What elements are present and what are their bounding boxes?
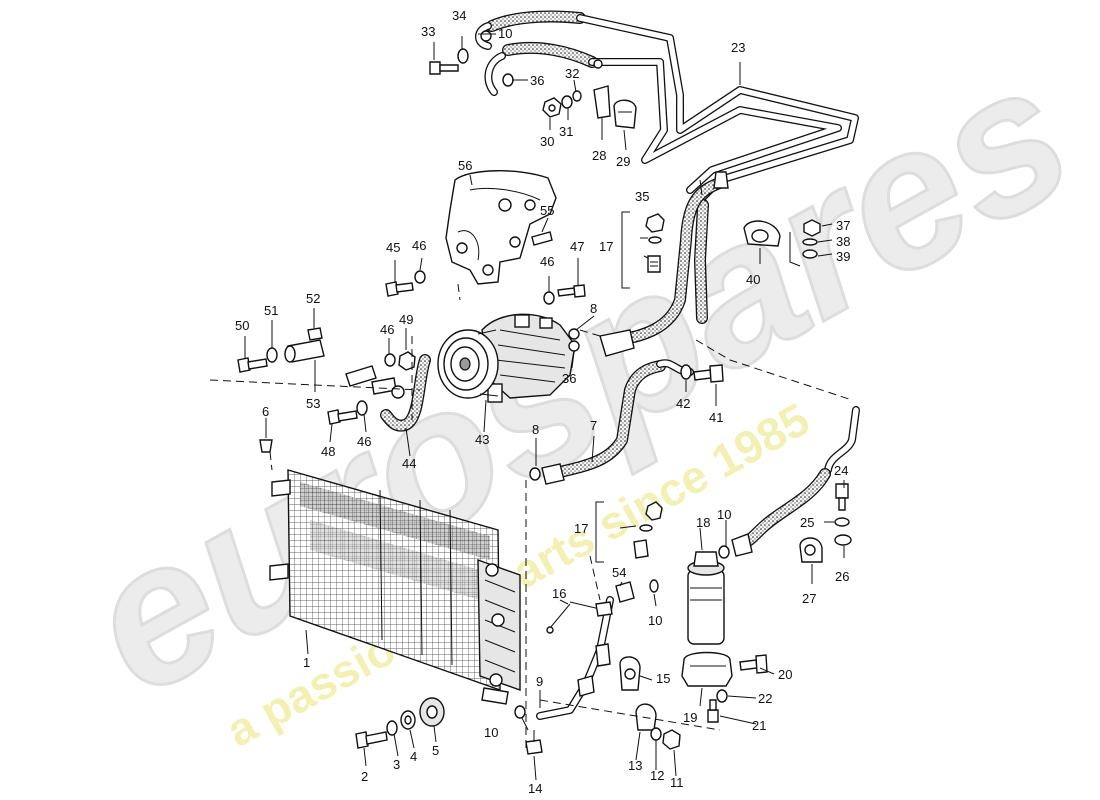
callout-23: 23 [731,40,745,55]
callout-41: 41 [709,410,723,425]
callout-49: 49 [399,312,413,327]
callout-37: 37 [836,218,850,233]
callout-28: 28 [592,148,606,163]
callout-2: 2 [361,769,368,784]
callout-20: 20 [778,667,792,682]
callout-44: 44 [402,456,416,471]
callout-7: 7 [590,418,597,433]
callout-10-lower: 10 [484,725,498,740]
callout-53: 53 [306,396,320,411]
callout-6: 6 [262,404,269,419]
callout-30: 30 [540,134,554,149]
condenser [269,469,521,705]
callout-47: 47 [570,239,584,254]
callout-16: 16 [552,586,566,601]
fittings-right-top [645,213,821,273]
hose-discharge [529,328,724,485]
callout-4: 4 [410,749,417,764]
callout-35: 35 [635,189,649,204]
hose-suction [599,171,729,357]
callout-9: 9 [536,674,543,689]
callout-42: 42 [676,396,690,411]
callout-45: 45 [386,240,400,255]
callout-38: 38 [836,234,850,249]
callout-34: 34 [452,8,466,23]
callout-15: 15 [656,671,670,686]
callout-46-right: 46 [540,254,554,269]
hose-pipe-upper [475,10,859,204]
callout-21: 21 [752,718,766,733]
callout-8-lower: 8 [532,422,539,437]
callout-11: 11 [670,775,684,790]
callout-13: 13 [628,758,642,773]
callout-54: 54 [612,565,626,580]
callout-43: 43 [475,432,489,447]
callout-12: 12 [650,768,664,783]
callout-48: 48 [321,444,335,459]
callout-17-lower: 17 [574,521,588,536]
receiver-drier [681,545,768,723]
callout-29: 29 [616,154,630,169]
callout-33: 33 [421,24,435,39]
callout-labels: 33 34 10 36 32 30 31 28 29 23 35 56 55 1… [235,8,850,796]
watermark: eurospares a passion for parts since 198… [51,18,1100,756]
drive-belt [380,354,431,432]
callout-55: 55 [540,203,554,218]
callout-32: 32 [565,66,579,81]
callout-3: 3 [393,757,400,772]
leader-lines [244,33,845,781]
fittings-lower [514,501,681,755]
callout-31: 31 [559,124,573,139]
callout-50: 50 [235,318,249,333]
callout-51: 51 [264,303,278,318]
callout-46-mid: 46 [380,322,394,337]
callout-17-upper: 17 [599,239,613,254]
callout-39: 39 [836,249,850,264]
callout-46-lower: 46 [357,434,371,449]
fasteners-left [237,270,586,453]
callout-26: 26 [835,569,849,584]
callout-52: 52 [306,291,320,306]
callout-27: 27 [802,591,816,606]
callout-19: 19 [683,710,697,725]
callout-46-upper: 46 [412,238,426,253]
compressor [437,313,576,403]
callout-24: 24 [834,463,848,478]
group-brackets [595,211,801,563]
callout-22: 22 [758,691,772,706]
callout-18: 18 [696,515,710,530]
callout-10-top: 10 [498,26,512,41]
hose-drier [731,406,860,563]
callout-40: 40 [746,272,760,287]
callout-36-mid: 36 [562,371,576,386]
callout-5: 5 [432,743,439,758]
callout-25: 25 [800,515,814,530]
callout-10-drier: 10 [717,507,731,522]
callout-36-top: 36 [530,73,544,88]
compressor-bracket [445,170,557,285]
callout-1: 1 [303,655,310,670]
callout-8-upper: 8 [590,301,597,316]
fasteners-bottom [355,697,445,749]
callout-56: 56 [458,158,472,173]
callout-10-mid: 10 [648,613,662,628]
callout-14: 14 [528,781,542,796]
